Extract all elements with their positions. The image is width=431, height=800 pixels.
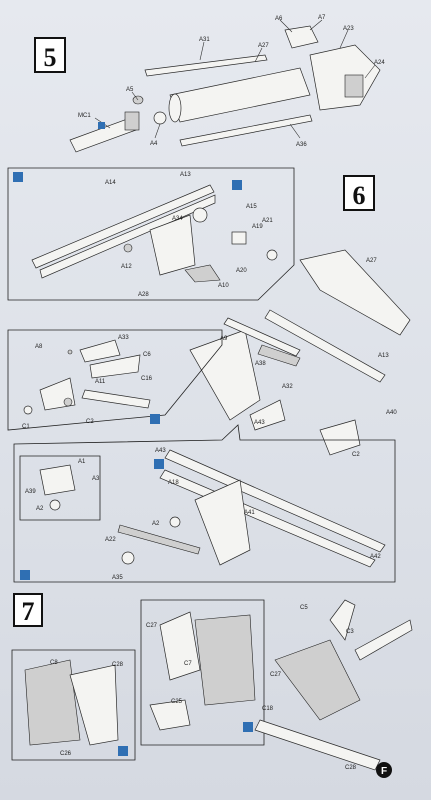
- svg-text:A18: A18: [168, 480, 179, 486]
- step-5-box: [34, 37, 66, 73]
- svg-text:A19: A19: [252, 224, 263, 230]
- hub-parts: [23, 339, 151, 415]
- svg-text:A2: A2: [152, 521, 160, 527]
- svg-text:C28: C28: [345, 765, 357, 771]
- step-5-number: 5: [44, 43, 57, 72]
- svg-text:A27: A27: [366, 258, 377, 264]
- svg-text:A40: A40: [386, 410, 397, 416]
- svg-text:A7: A7: [318, 15, 326, 21]
- page-badge-letter: F: [381, 766, 387, 777]
- svg-text:C2: C2: [86, 419, 94, 425]
- step-7-parts: [24, 599, 413, 771]
- step-5-labels: A31 A6 A7 A27 A23 A24 A5 MC1 A4 A36: [78, 15, 385, 148]
- page-badge-circle: [376, 762, 392, 778]
- glue-icon: [20, 570, 30, 580]
- svg-text:A3: A3: [92, 476, 100, 482]
- svg-text:C27: C27: [270, 672, 282, 678]
- svg-text:A43: A43: [254, 420, 265, 426]
- inset-box-axle: [19, 455, 101, 521]
- part-barrel-cradle: [169, 67, 311, 123]
- svg-text:C18: C18: [262, 706, 274, 712]
- part-barrel: [299, 249, 411, 336]
- detail-box-hub: [7, 329, 223, 431]
- svg-text:A15: A15: [246, 204, 257, 210]
- step-5-assembly: [69, 19, 381, 153]
- glue-icon: [13, 172, 23, 182]
- svg-text:A1: A1: [78, 459, 86, 465]
- svg-text:A28: A28: [138, 292, 149, 298]
- svg-text:C26: C26: [60, 751, 72, 757]
- upper-trail-parts: [31, 184, 278, 283]
- svg-text:A36: A36: [296, 142, 307, 148]
- svg-text:A33: A33: [118, 335, 129, 341]
- upper-trail-labels: A14 A13 A15 A34 A19 A21 A12 A28 A10 A20: [105, 172, 273, 298]
- svg-text:A39: A39: [25, 489, 36, 495]
- svg-text:C6: C6: [143, 352, 151, 358]
- step-6-number: 6: [353, 181, 366, 210]
- svg-text:A13: A13: [378, 353, 389, 359]
- svg-text:A43: A43: [155, 448, 166, 454]
- lower-trail-labels: A43 A1 A18 A3 A39 A2 A41 A22 A2 A35 A42: [25, 448, 381, 581]
- step-7-box: [13, 593, 43, 627]
- svg-text:C1: C1: [22, 424, 30, 430]
- part-trail-beam: [31, 184, 215, 269]
- paint-icon: [154, 459, 164, 469]
- svg-text:A22: A22: [105, 537, 116, 543]
- svg-text:A23: A23: [343, 26, 354, 32]
- paint-icon: [232, 180, 242, 190]
- svg-text:A27: A27: [258, 43, 269, 49]
- svg-text:A13: A13: [180, 172, 191, 178]
- svg-text:A11: A11: [95, 379, 106, 385]
- paint-icon: [98, 122, 105, 129]
- svg-text:C28: C28: [112, 662, 124, 668]
- svg-text:A5: A5: [126, 87, 134, 93]
- svg-text:A20: A20: [236, 268, 247, 274]
- glue-icon: [150, 414, 160, 424]
- svg-text:C7: C7: [184, 661, 192, 667]
- svg-text:A8: A8: [35, 344, 43, 350]
- svg-text:A41: A41: [244, 510, 255, 516]
- svg-text:A6: A6: [275, 16, 283, 22]
- svg-text:A32: A32: [282, 384, 293, 390]
- glue-icon: [118, 746, 128, 756]
- hub-labels: A8 A33 C6 A11 C16 C1 C2: [22, 335, 153, 430]
- svg-text:A2: A2: [36, 506, 44, 512]
- lower-trail-parts: [39, 449, 386, 568]
- step-6-main-assembly: [189, 249, 411, 456]
- svg-text:C8: C8: [50, 660, 58, 666]
- svg-text:C25: C25: [171, 699, 183, 705]
- svg-text:A38: A38: [255, 361, 266, 367]
- svg-text:A42: A42: [370, 554, 381, 560]
- svg-text:A34: A34: [172, 216, 183, 222]
- step-7-labels: C5 C3 C27 C7 C25 C8 C28 C27 C18 C26 C28: [50, 605, 357, 771]
- svg-text:A9: A9: [220, 336, 228, 342]
- detail-box-lower-trail: [13, 424, 396, 583]
- part-rod: [144, 54, 268, 77]
- glue-icon: [243, 722, 253, 732]
- svg-text:A24: A24: [374, 60, 385, 66]
- part-trail-beam: [164, 449, 386, 553]
- svg-text:A12: A12: [121, 264, 132, 270]
- detail-box-shield: [11, 649, 136, 761]
- svg-text:A21: A21: [262, 218, 273, 224]
- part-plate: [159, 611, 201, 681]
- svg-text:MC1: MC1: [78, 113, 91, 119]
- svg-text:A35: A35: [112, 575, 123, 581]
- svg-text:A4: A4: [150, 141, 158, 147]
- svg-text:C3: C3: [346, 629, 354, 635]
- step-7-number: 7: [22, 597, 35, 626]
- svg-text:A10: A10: [218, 283, 229, 289]
- svg-text:A14: A14: [105, 180, 116, 186]
- svg-text:C27: C27: [146, 623, 158, 629]
- step-6-box: [343, 175, 375, 211]
- svg-text:C2: C2: [352, 452, 360, 458]
- step-6-main-labels: A27 A9 A38 A13 A32 A40 A43 C2: [220, 258, 397, 458]
- detail-box-breech: [140, 599, 265, 746]
- detail-box-upper-trail: [7, 167, 295, 301]
- svg-text:C16: C16: [141, 376, 153, 382]
- svg-text:C5: C5: [300, 605, 308, 611]
- svg-text:A31: A31: [199, 37, 210, 43]
